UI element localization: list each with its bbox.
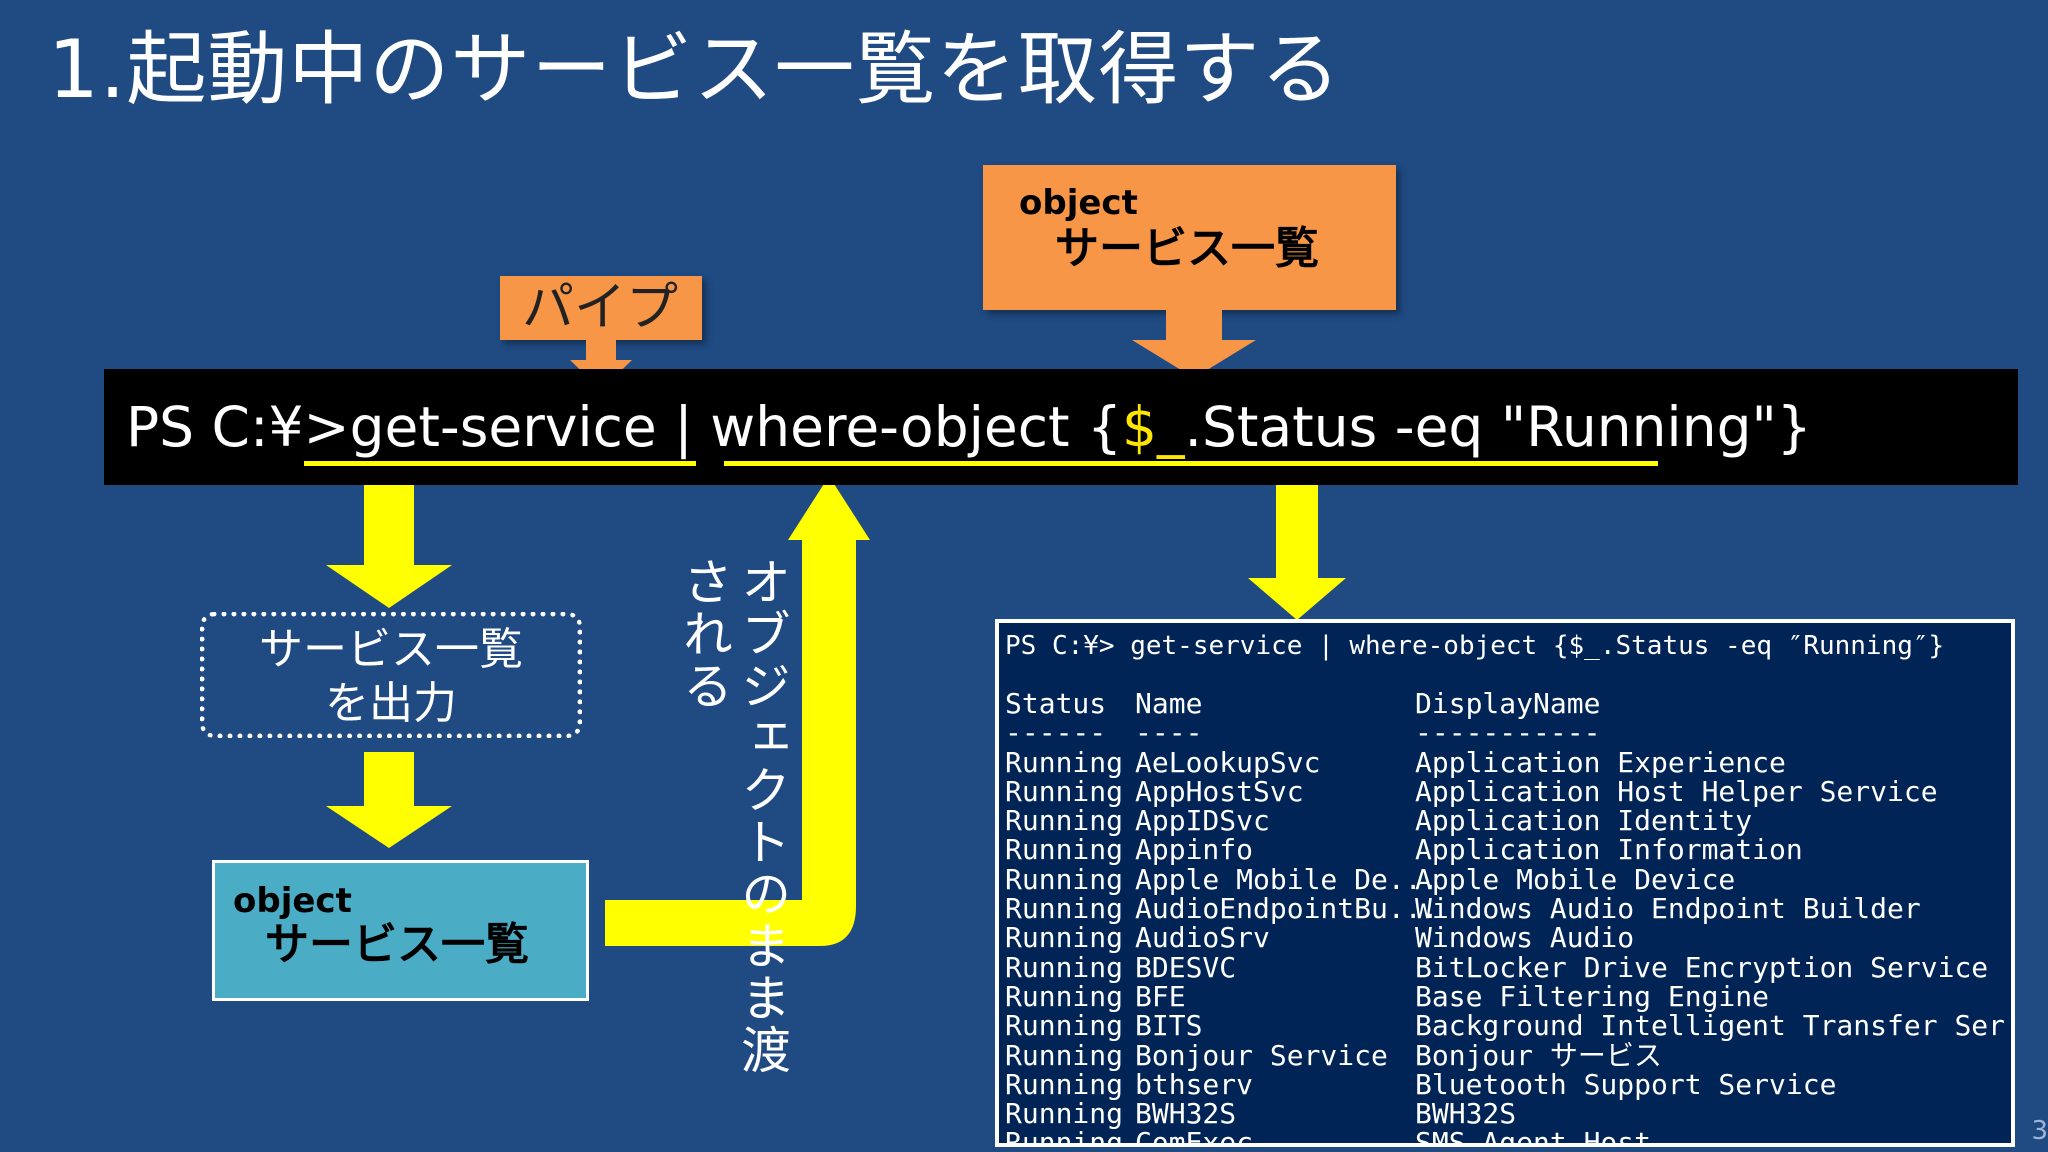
console-displayname-column: DisplayName-----------Application Experi… (1415, 687, 2015, 1147)
output-down-arrow (326, 752, 452, 848)
console-cell-name: AppHostSvc (1135, 774, 1304, 808)
console-cell-display: Application Identity (1415, 804, 1753, 838)
console-cell-name: bthserv (1135, 1067, 1254, 1101)
service-list-label-bottom: サービス一覧 (265, 919, 529, 970)
passed-as-object-note: オブジェクトのまま渡される (675, 556, 791, 1076)
output-service-list-box: サービス一覧 を出力 (200, 612, 582, 738)
where-object-underline (724, 461, 1658, 466)
command-get-service: get-service (349, 395, 657, 459)
console-cell-name: AudioSrv (1135, 921, 1270, 955)
console-cell-status: Running (1005, 1097, 1124, 1131)
console-cell-status: Running (1005, 892, 1124, 926)
console-cell-name: AppIDSvc (1135, 804, 1270, 838)
console-cell-display: Windows Audio Endpoint Builder (1415, 892, 1921, 926)
console-separator: ---- (1135, 716, 1203, 750)
console-cell-name: BDESVC (1135, 950, 1237, 984)
console-command: PS C:¥> get-service | where-object {$_.S… (1005, 631, 1945, 661)
command-pipe: | (656, 395, 711, 459)
console-cell-display: Application Host Helper Service (1415, 774, 1938, 808)
console-cell-display: BWH32S (1415, 1097, 1517, 1131)
console-cell-display: Apple Mobile Device (1415, 862, 1736, 896)
console-cell-status: Running (1005, 1038, 1124, 1072)
console-cell-status: Running (1005, 862, 1124, 896)
get-service-underline (304, 461, 696, 466)
pipe-label-box: パイプ (500, 276, 702, 340)
console-header: Status (1005, 687, 1107, 720)
console-cell-name: BWH32S (1135, 1097, 1237, 1131)
console-cell-display: BitLocker Drive Encryption Service (1415, 950, 1989, 984)
console-cell-name: AudioEndpointBu... (1135, 892, 1439, 926)
console-cell-display: Background Intelligent Transfer Ser... (1415, 1009, 2015, 1043)
object-word-top: object (1019, 183, 1138, 223)
console-header: DisplayName (1415, 687, 1601, 720)
console-cell-name: Appinfo (1135, 833, 1254, 867)
console-cell-display: Application Experience (1415, 745, 1786, 779)
console-cell-name: AeLookupSvc (1135, 745, 1321, 779)
object-service-list-box-top: object サービス一覧 (983, 165, 1396, 310)
console-cell-status: Running (1005, 804, 1124, 838)
console-cell-status: Running (1005, 1126, 1124, 1147)
command-where-object: where-object { (710, 395, 1123, 459)
object-word-bottom: object (233, 881, 352, 921)
console-cell-name: Apple Mobile De... (1135, 862, 1439, 896)
console-cell-display: Windows Audio (1415, 921, 1635, 955)
slide-title: 1.起動中のサービス一覧を取得する (48, 23, 1342, 116)
console-cell-status: Running (1005, 950, 1124, 984)
console-cell-status: Running (1005, 1067, 1124, 1101)
console-cell-status: Running (1005, 979, 1124, 1013)
console-cell-status: Running (1005, 921, 1124, 955)
console-header: Name (1135, 687, 1203, 720)
console-cell-status: Running (1005, 774, 1124, 808)
object-service-list-box-bottom: object サービス一覧 (212, 860, 589, 1001)
output-line-1: サービス一覧 (259, 624, 523, 675)
console-cell-display: Application Information (1415, 833, 1803, 867)
console-cell-display: Bonjour サービス (1415, 1038, 1662, 1072)
command-variable: $_ (1122, 395, 1185, 459)
console-cell-status: Running (1005, 833, 1124, 867)
console-cell-name: ComExec (1135, 1126, 1254, 1147)
pipe-arrow (570, 340, 632, 390)
where-down-arrow (1248, 466, 1346, 620)
console-cell-name: Bonjour Service (1135, 1038, 1388, 1072)
console-cell-display: Bluetooth Support Service (1415, 1067, 1837, 1101)
console-cell-display: SMS Agent Host (1415, 1126, 1652, 1147)
console-cell-name: BFE (1135, 979, 1186, 1013)
command-prompt: PS C:¥> (126, 395, 350, 459)
page-number: 3 (2031, 1116, 2048, 1146)
command-bar: PS C:¥>get-service | where-object {$_.St… (104, 369, 2018, 485)
powershell-console: PS C:¥> get-service | where-object {$_.S… (995, 619, 2015, 1147)
command-condition: .Status -eq "Running"} (1184, 395, 1812, 459)
console-cell-status: Running (1005, 745, 1124, 779)
console-separator: ------ (1005, 716, 1107, 750)
getservice-down-arrow (326, 466, 452, 608)
console-cell-display: Base Filtering Engine (1415, 979, 1770, 1013)
pipe-label: パイプ (522, 278, 679, 338)
service-list-label-top: サービス一覧 (1055, 223, 1319, 274)
console-cell-status: Running (1005, 1009, 1124, 1043)
console-cell-name: BITS (1135, 1009, 1203, 1043)
console-separator: ----------- (1415, 716, 1601, 750)
command-line: PS C:¥>get-service | where-object {$_.St… (126, 395, 1812, 459)
output-text: サービス一覧 を出力 (205, 623, 577, 731)
object-top-arrow (1132, 310, 1256, 378)
output-line-2: を出力 (325, 678, 457, 729)
object-pass-arrow (605, 476, 870, 946)
